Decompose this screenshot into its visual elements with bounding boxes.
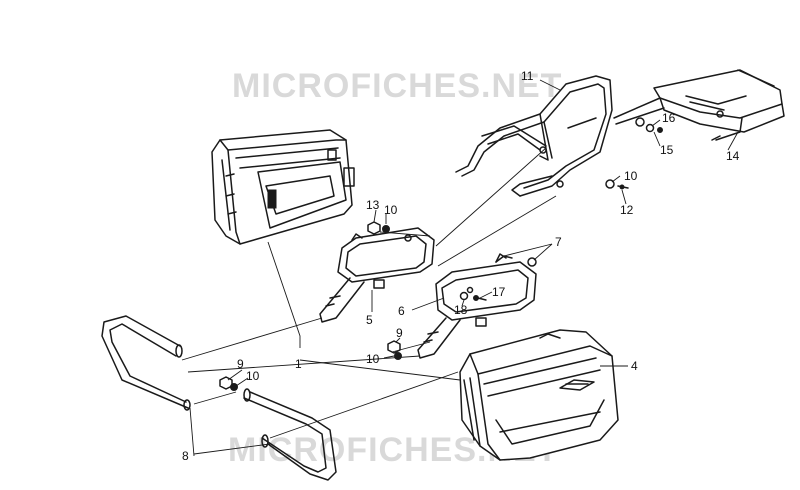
callout-6: 6 — [398, 304, 405, 318]
mounting-bracket-left — [319, 227, 435, 323]
callout-4: 4 — [631, 359, 638, 373]
callout-18: 18 — [454, 303, 468, 317]
callout-14: 14 — [726, 149, 740, 163]
watermark-top: MICROFICHES.NET — [232, 67, 562, 105]
callout-5: 5 — [366, 313, 373, 327]
protection-bar-upper — [101, 315, 191, 411]
side-frame — [455, 75, 613, 197]
callout-17: 17 — [492, 285, 506, 299]
callout-13: 13 — [366, 198, 380, 212]
callout-11: 11 — [521, 69, 534, 83]
callout-9-centre: 9 — [396, 326, 403, 340]
callout-10-centre: 10 — [366, 352, 380, 366]
callout-7: 7 — [555, 235, 562, 249]
callout-10-left: 10 — [246, 369, 260, 383]
callout-16: 16 — [662, 111, 676, 125]
callout-8: 8 — [182, 449, 189, 463]
right-saddlebag — [459, 329, 619, 461]
callout-9-left: 9 — [237, 357, 244, 371]
mounting-bracket-right — [417, 253, 537, 359]
protection-bar-lower — [243, 388, 337, 481]
callout-12: 12 — [620, 203, 634, 217]
rear-luggage-rack — [613, 69, 785, 141]
assembly-lines — [181, 147, 557, 439]
left-saddlebag — [211, 129, 355, 245]
callout-10-top: 10 — [384, 203, 398, 217]
callout-1: 1 — [295, 357, 302, 371]
callout-leaders — [189, 79, 739, 457]
callouts: 11 14 10 12 16 15 13 10 5 6 7 17 18 9 10… — [182, 69, 740, 463]
callout-10-right: 10 — [624, 169, 638, 183]
callout-15: 15 — [660, 143, 674, 157]
